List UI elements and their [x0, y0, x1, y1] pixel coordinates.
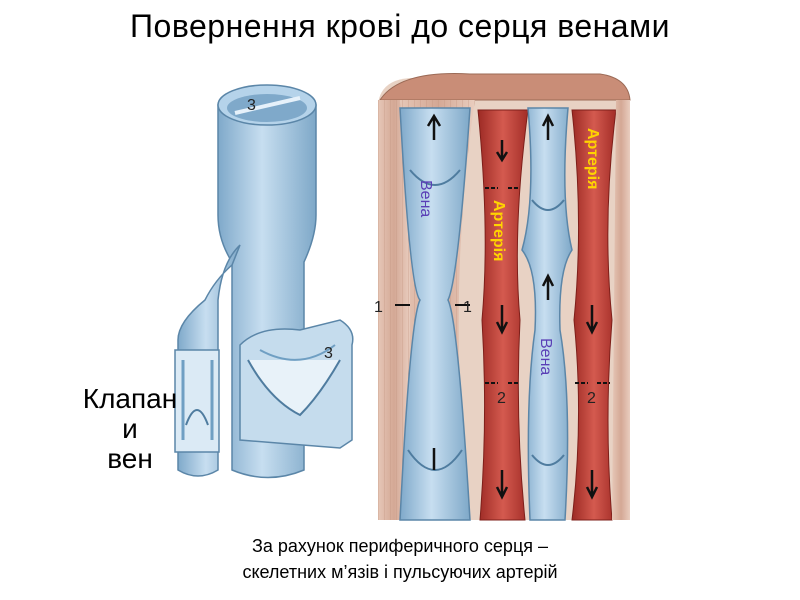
marker-artery-right: 2 [587, 390, 596, 407]
valves-label: Клапан и вен [70, 384, 190, 474]
valves-label-line: Клапан [82, 383, 178, 414]
valves-label-line: вен [107, 443, 153, 474]
label-artery-middle: Артерія [490, 200, 507, 261]
marker-valve-bottom: 3 [324, 345, 333, 362]
label-artery-right: Артерія [584, 128, 601, 189]
marker-valve-top: 3 [247, 97, 256, 114]
marker-artery-mid: 2 [497, 390, 506, 407]
label-vein-top: Вена [417, 180, 434, 217]
marker-muscle-right: 1 [463, 299, 472, 316]
slide-title: Повернення крові до серця венами [130, 8, 670, 44]
label-vein-bottom: Вена [537, 338, 554, 375]
isolated-vein [174, 84, 354, 479]
valves-label-line: и [122, 413, 138, 444]
slide-caption: За рахунок периферичного серця – скелетн… [160, 533, 640, 585]
limb-cross-section [378, 73, 631, 521]
marker-muscle-left: 1 [374, 299, 383, 316]
caption-line: За рахунок периферичного серця – [251, 536, 549, 556]
caption-line: скелетних м’язів і пульсуючих артерій [242, 562, 558, 582]
